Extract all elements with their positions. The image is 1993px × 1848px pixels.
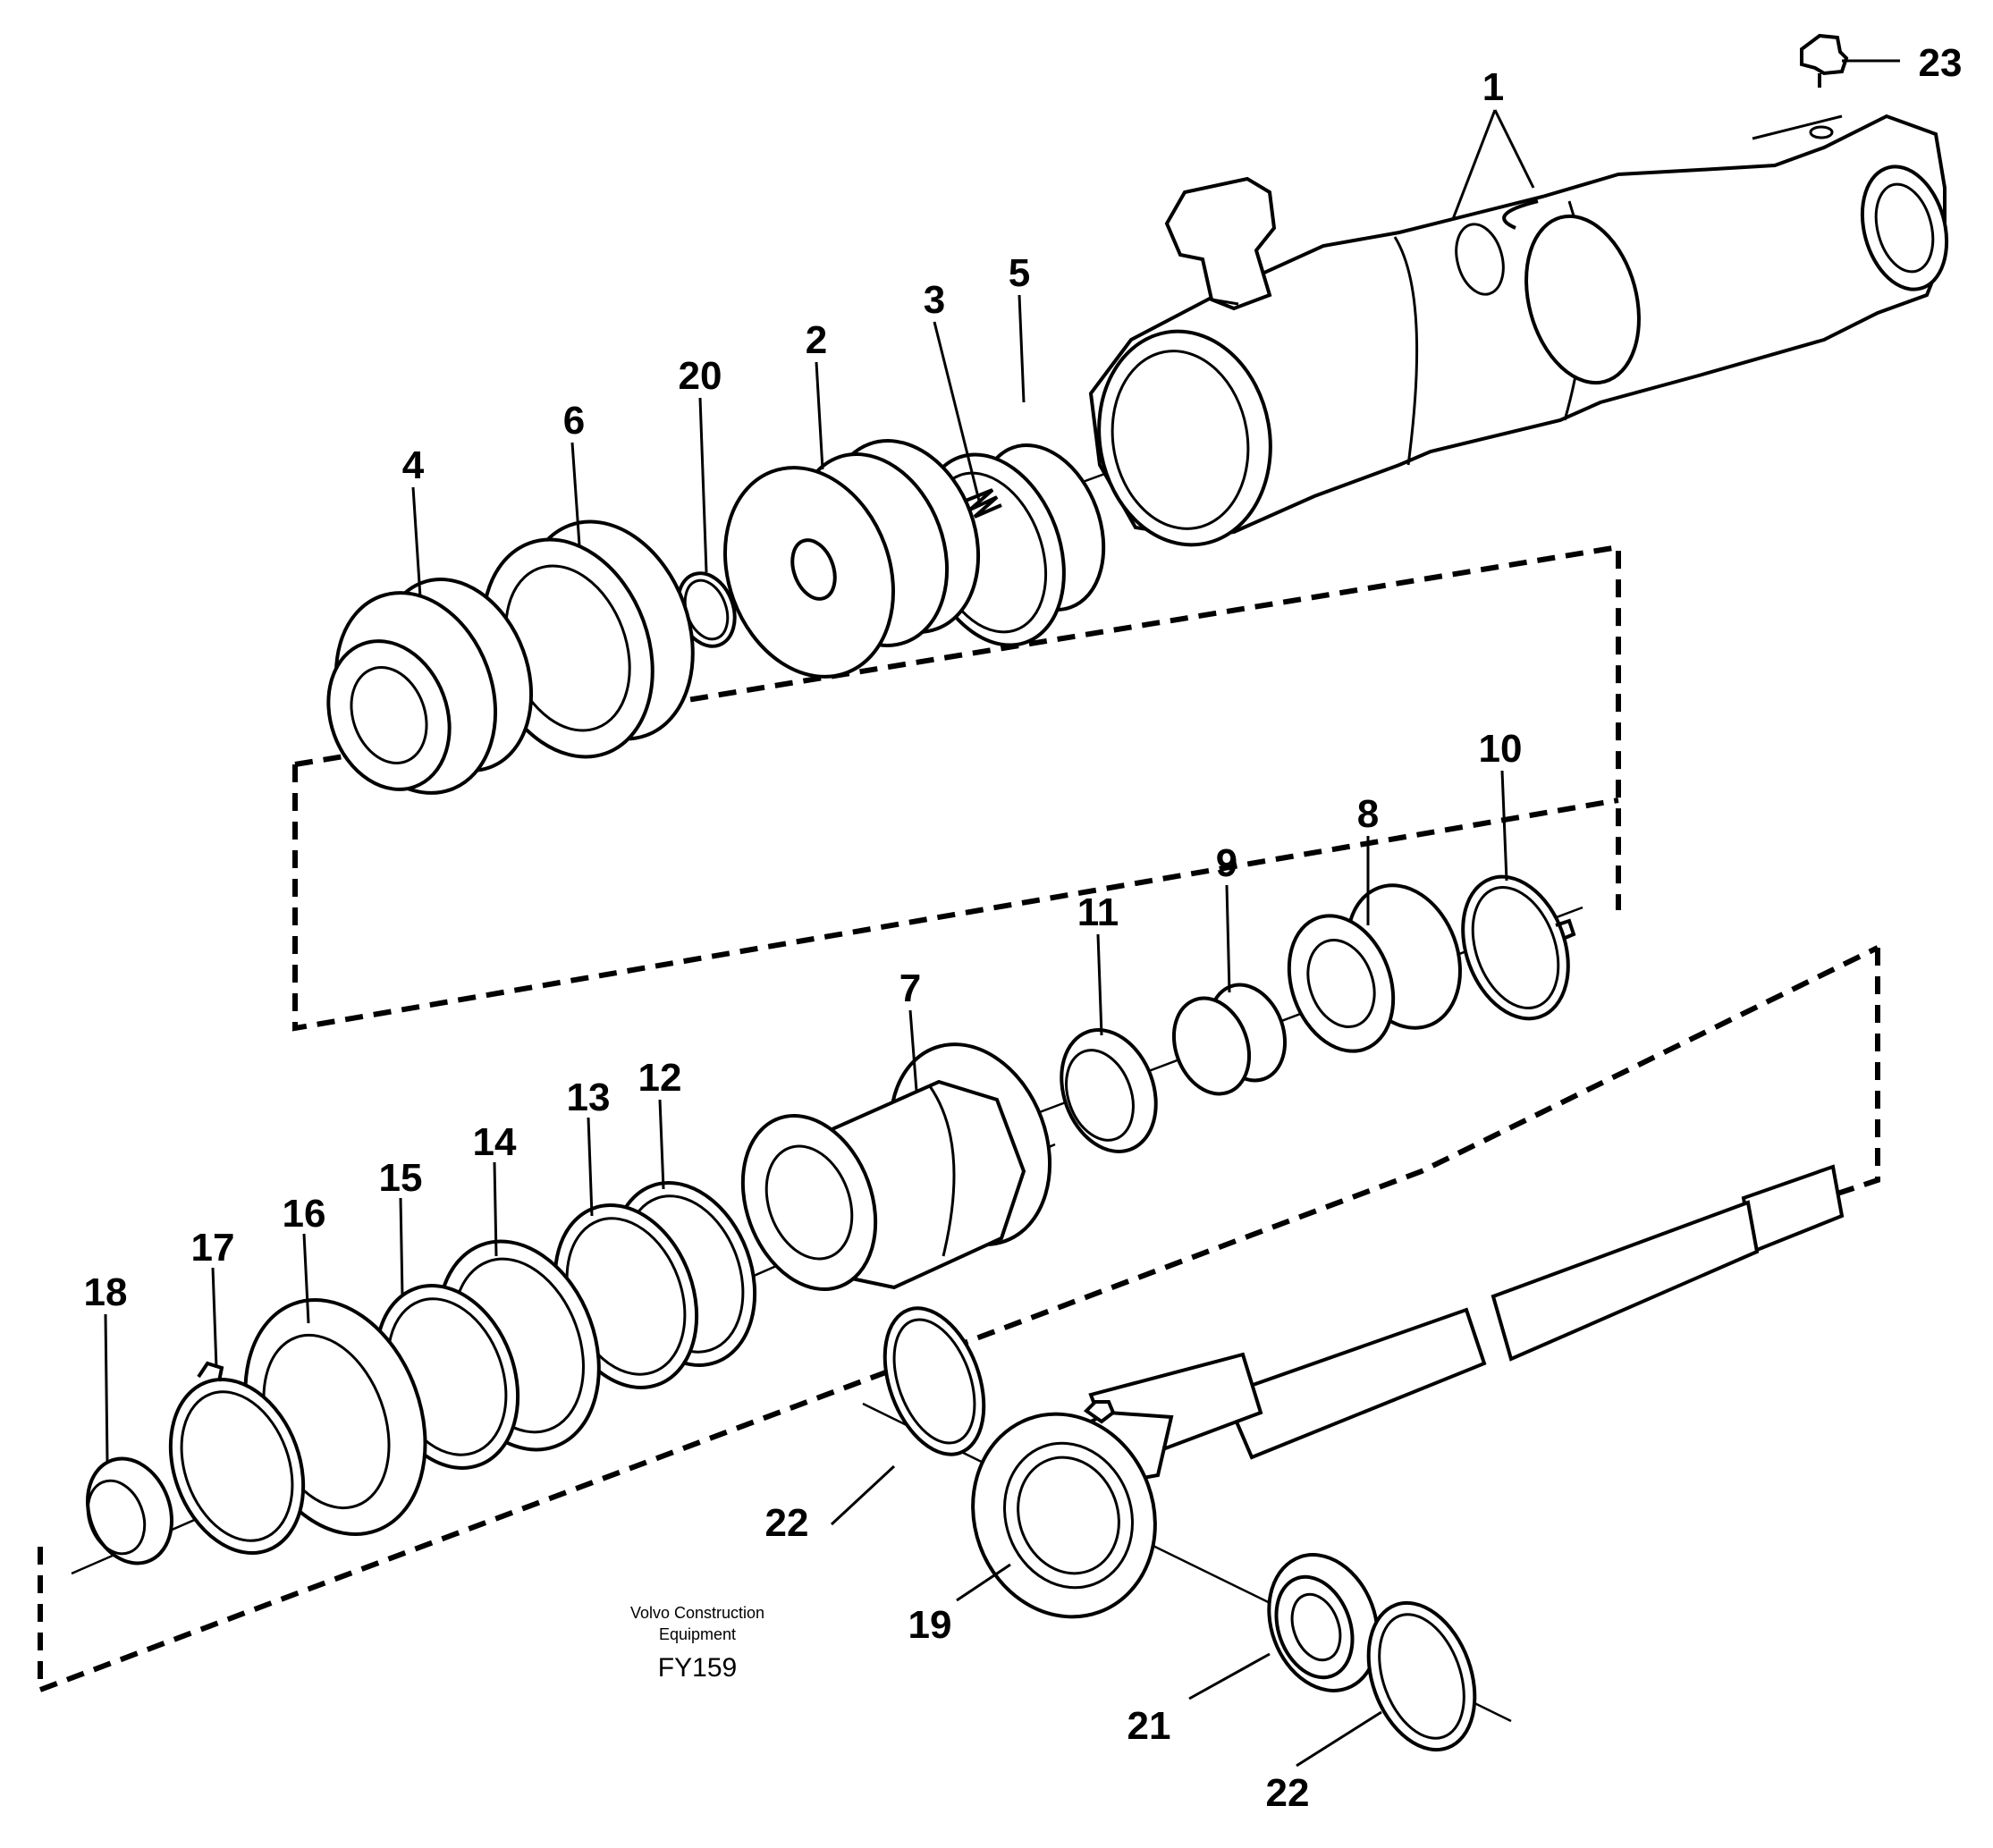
callout-17: 17 <box>191 1226 235 1270</box>
callout-5: 5 <box>1009 251 1030 295</box>
callout-7: 7 <box>899 966 921 1010</box>
leader-lines <box>104 59 1900 1768</box>
callout-19: 19 <box>908 1603 952 1647</box>
piston-head-7 <box>740 1042 1052 1291</box>
circlip-lower <box>1366 1600 1477 1752</box>
spherical-bearing <box>1267 1553 1380 1692</box>
bushing-9 <box>1171 983 1288 1096</box>
callout-12: 12 <box>638 1056 682 1100</box>
callout-4: 4 <box>402 443 425 487</box>
snap-ring-10 <box>1461 874 1576 1021</box>
callout-22-lower: 22 <box>1266 1771 1310 1815</box>
seal-housing <box>481 519 695 759</box>
callout-9: 9 <box>1216 841 1237 885</box>
callout-10: 10 <box>1479 727 1523 771</box>
piston-rod <box>971 1164 1845 1619</box>
callout-13: 13 <box>567 1076 611 1119</box>
callout-labels: 1 23 3 5 2 20 6 4 10 8 9 11 7 12 13 14 1… <box>84 41 1963 1815</box>
callout-11: 11 <box>1077 890 1119 934</box>
credit-line-1: Volvo Construction <box>630 1604 764 1622</box>
credit-block: Volvo Construction Equipment FY159 <box>630 1604 764 1683</box>
callout-22-upper: 22 <box>765 1501 809 1545</box>
callout-20: 20 <box>679 354 722 398</box>
callout-21: 21 <box>1127 1704 1171 1748</box>
callout-18: 18 <box>84 1270 128 1314</box>
wiper-18 <box>85 1456 174 1565</box>
seal-11 <box>1060 1028 1158 1153</box>
credit-line-2: Equipment <box>659 1625 736 1643</box>
piston <box>722 439 981 679</box>
callout-16: 16 <box>283 1192 326 1236</box>
cylinder-barrel <box>1088 114 1949 547</box>
callout-14: 14 <box>473 1120 517 1164</box>
callout-8: 8 <box>1357 792 1379 836</box>
callout-6: 6 <box>563 399 585 443</box>
callout-1: 1 <box>1482 65 1504 109</box>
dashed-frame-upper <box>292 544 1621 1032</box>
dashed-frame-lower <box>38 945 1880 1694</box>
snap-ring-17 <box>168 1361 306 1555</box>
callout-3: 3 <box>924 278 945 322</box>
drawing-code: FY159 <box>658 1653 737 1683</box>
bushing-8 <box>1287 883 1462 1053</box>
circlip-upper <box>882 1306 986 1456</box>
grease-nipple <box>1800 33 1849 139</box>
spring <box>965 488 1002 519</box>
callout-2: 2 <box>806 318 827 362</box>
gland <box>326 578 534 795</box>
callout-15: 15 <box>379 1156 423 1200</box>
callout-23: 23 <box>1919 41 1963 85</box>
